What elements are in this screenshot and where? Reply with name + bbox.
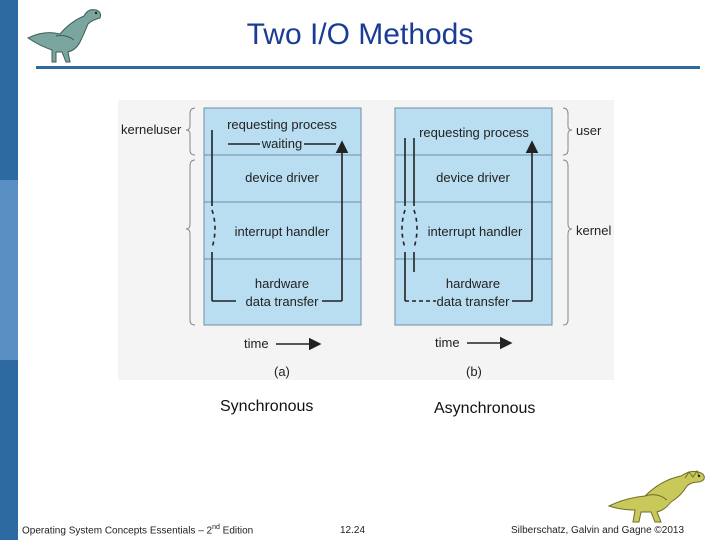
user-label: user: [156, 122, 182, 137]
dinosaur-logo-icon: [27, 9, 101, 63]
kernel-bracket: [562, 159, 573, 326]
synchronous-caption: Synchronous: [220, 398, 314, 415]
interrupt-handler-label: interrupt handler: [235, 224, 330, 239]
dinosaur-icon: [607, 469, 705, 523]
slide-sidebar: [0, 0, 18, 540]
requesting-process-label: requesting process: [419, 125, 529, 140]
panel-a-label: (a): [274, 364, 290, 379]
hardware-label: hardware: [446, 276, 500, 291]
data-transfer-label: data transfer: [437, 294, 511, 309]
footer-copyright: Silberschatz, Galvin and Gagne ©2013: [511, 525, 685, 536]
title-divider: [36, 66, 700, 69]
time-label: time: [435, 335, 460, 350]
kernel-label: kernel: [121, 122, 157, 137]
asynchronous-caption: Asynchronous: [434, 400, 536, 417]
waiting-label: waiting: [261, 136, 302, 151]
device-driver-label: device driver: [245, 170, 319, 185]
data-transfer-label: data transfer: [246, 294, 320, 309]
footer-book-title-text: Operating System Concepts Essentials – 2: [22, 525, 213, 536]
kernel-label: kernel: [576, 223, 612, 238]
requesting-process-label: requesting process: [227, 117, 337, 132]
footer-edition-text: Edition: [219, 525, 254, 536]
sidebar-highlight: [0, 180, 18, 360]
panel-b-label: (b): [466, 364, 482, 379]
interrupt-handler-label: interrupt handler: [428, 224, 523, 239]
hardware-label: hardware: [255, 276, 309, 291]
user-bracket: [185, 107, 196, 156]
user-label: user: [576, 123, 602, 138]
time-label: time: [244, 336, 269, 351]
kernel-bracket: [185, 159, 196, 326]
slide-title: Two I/O Methods: [246, 18, 474, 51]
asynchronous-panel: [394, 107, 553, 326]
footer-book-title: Operating System Concepts Essentials – 2…: [22, 524, 253, 536]
device-driver-label: device driver: [436, 170, 510, 185]
footer-page-number: 12.24: [340, 525, 366, 536]
user-bracket: [562, 107, 573, 156]
footer-edition-superscript: nd: [212, 523, 220, 531]
